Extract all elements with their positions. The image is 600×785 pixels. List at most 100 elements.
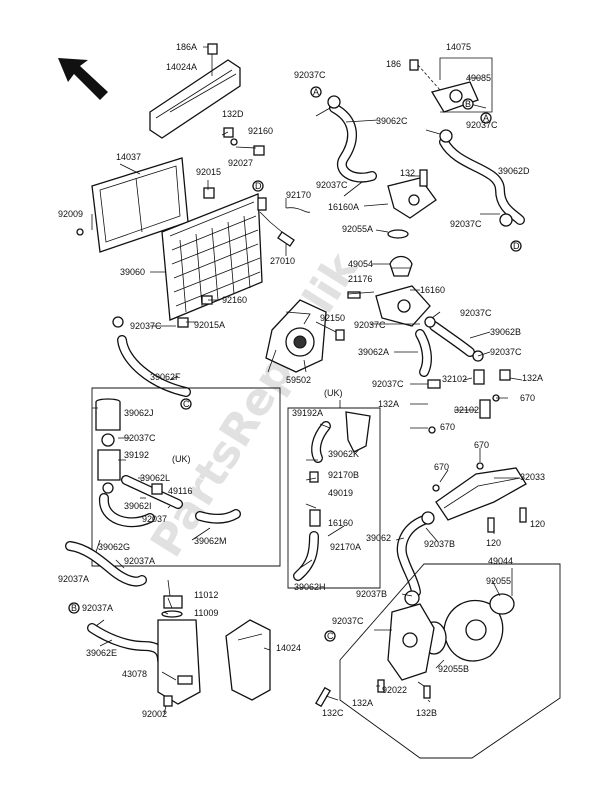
callout-a-circle [310,86,322,98]
label-39062m: 39062M [194,536,227,546]
label-92015: 92015 [196,167,221,177]
label-92037c-b: 92037C [316,180,348,190]
label-92027: 92027 [228,158,253,168]
grommet-92015 [203,187,215,199]
part-labels: 186A 14024A 132D 92160 92027 14037 92015… [58,42,545,719]
label-132a-right: 132A [522,373,543,383]
bolt-92002 [163,695,173,707]
valve-49116 [151,483,163,495]
uk-left-frame [91,387,281,567]
label-uk-left: (UK) [172,454,191,464]
label-32102: 32102 [442,374,467,384]
label-92170: 92170 [286,190,311,200]
fitting-39192 [97,449,121,481]
radiator-cap-neck [257,197,267,211]
front-arrow-icon [58,58,108,100]
label-32102-b: 32102 [454,405,479,415]
callout-d2-circle [510,240,522,252]
label-132a-pump: 132A [352,698,373,708]
label-16160-uk: 16160 [328,518,353,528]
radiator-core [161,193,263,321]
callout-c2: C [327,631,334,641]
clamp-top [327,95,341,109]
clamp-92037c [112,316,124,328]
label-39062l: 39062L [140,473,170,483]
callout-d-circle [252,180,264,192]
shroud-detail [155,69,237,119]
label-92037a-2: 92037A [124,556,155,566]
label-39062d: 39062D [498,166,530,176]
fitting-32102 [473,369,485,385]
callout-a2-circle [480,112,492,124]
callout-b2: B [71,603,77,613]
pump-frame [339,563,561,759]
label-39060: 39060 [120,267,145,277]
callout-c2-circle [324,630,336,642]
callouts: A B A D D C B C [68,86,522,642]
callout-a: A [313,87,319,97]
grommet-92015a [177,317,189,328]
label-92160: 92160 [222,295,247,305]
label-186a: 186A [176,42,197,52]
label-670-c: 670 [474,440,489,450]
label-92055: 92055 [486,576,511,586]
fan-switch [277,231,295,247]
label-59502: 59502 [286,375,311,385]
label-132c: 132C [322,708,344,718]
label-132d: 132D [222,109,244,119]
label-92037a-3: 92037A [82,603,113,613]
callout-b: B [465,99,471,109]
label-14037: 14037 [116,152,141,162]
label-92160-top: 92160 [248,126,273,136]
clamp-92037b [404,590,420,606]
bolt-132 [419,169,428,187]
label-92037c-r3: 92037C [490,347,522,357]
label-670-a: 670 [520,393,535,403]
label-92055b: 92055B [438,664,469,674]
label-49085: 49085 [466,73,491,83]
callout-c: C [183,399,190,409]
label-132b: 132B [416,708,437,718]
label-11009: 11009 [194,608,218,618]
fitting-92037c [427,379,441,389]
bracket-43078 [177,675,193,685]
callout-b2-circle [68,602,80,614]
bolt-132b [423,685,431,699]
bolt-186a [207,43,218,55]
label-92037c-r2: 92037C [354,320,386,330]
label-92055a: 92055A [342,224,373,234]
valve-49019 [309,471,319,483]
label-49116: 49116 [168,486,192,496]
label-92002: 92002 [142,709,167,719]
fitting-39062j [95,398,121,431]
thermostat [389,255,413,277]
label-14024a: 14024A [166,62,197,72]
callout-d2: D [513,241,520,251]
callout-a2: A [483,113,489,123]
label-39062c: 39062C [376,116,408,126]
label-39062e: 39062E [86,648,117,658]
water-pipe [435,467,527,521]
label-132a-left: 132A [378,399,399,409]
callout-d: D [255,181,262,191]
label-11012: 11012 [194,590,218,600]
label-39062i: 39062I [124,501,152,511]
label-39062b: 39062B [490,327,521,337]
label-92037c-d: 92037C [450,219,482,229]
filter-16160 [309,509,321,527]
label-49044: 49044 [488,556,513,566]
bolt-132c [315,686,331,708]
uk-frame [287,407,381,589]
label-uk-right: (UK) [324,388,343,398]
label-92150: 92150 [320,313,345,323]
label-43078: 43078 [122,669,147,679]
gasket-11009 [161,610,183,618]
label-39062j: 39062J [124,408,154,418]
label-39062g: 39062G [98,542,130,552]
label-92037c-a: 92037C [294,70,326,80]
label-92037a-1: 92037A [58,574,89,584]
label-39062: 39062 [366,533,391,543]
leader-lines [91,46,527,715]
